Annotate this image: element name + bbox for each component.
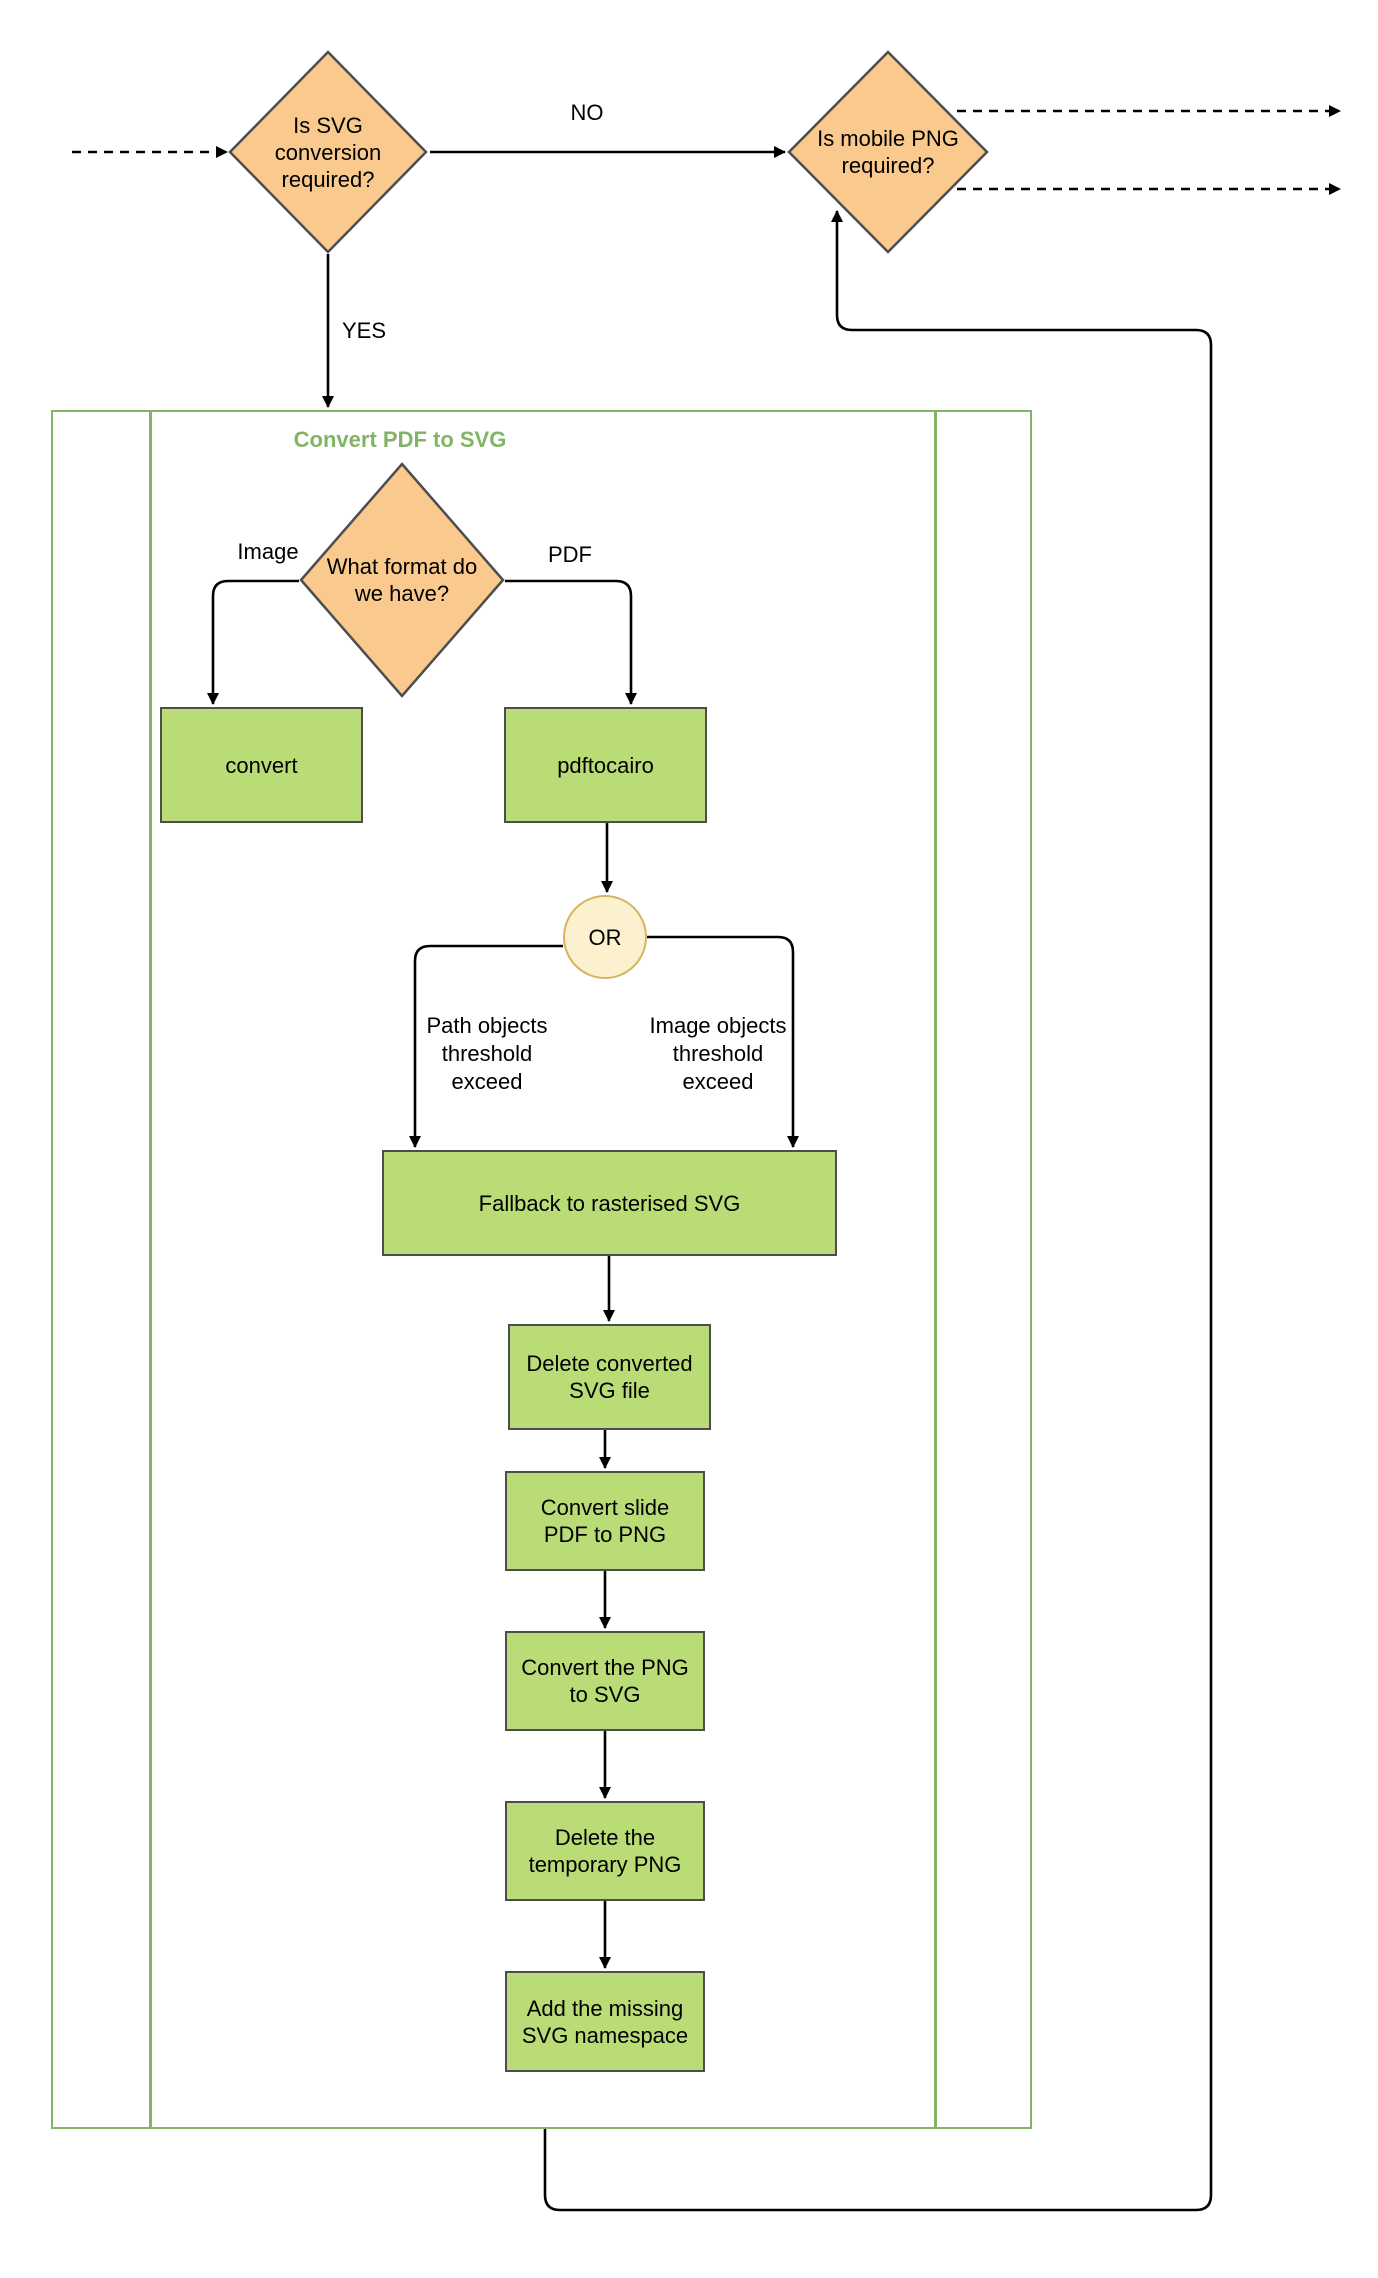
process-convert-slide-pdf-to-png: Convert slide PDF to PNG [505, 1471, 705, 1571]
container-title: Convert PDF to SVG [293, 427, 507, 452]
process-convert-png-to-svg: Convert the PNG to SVG [505, 1631, 705, 1731]
edge-or-left-branch [409, 944, 563, 1148]
edge-format-image [207, 579, 299, 705]
edge-label-path-objects-threshold: Path objects threshold exceed [426, 1013, 548, 1094]
decision-label: Is mobile PNG required? [817, 126, 959, 178]
edge-label-image: Image [237, 539, 299, 564]
process-label: Fallback to rasterised SVG [478, 1190, 741, 1216]
process-label: Add the missing SVG namespace [521, 1995, 689, 2048]
edge-label-yes: YES [341, 318, 387, 343]
edge-label-pdf: PDF [548, 542, 592, 567]
edge-return-to-mobile-png-decision [543, 210, 1213, 2212]
process-label: Delete the temporary PNG [528, 1825, 682, 1877]
process-delete-temporary-png: Delete the temporary PNG [505, 1801, 705, 1901]
junction-label: OR [588, 924, 622, 950]
decision-label: What format do we have? [326, 554, 478, 606]
process-label: Convert slide PDF to PNG [540, 1495, 670, 1547]
edge-or-right-branch [647, 935, 799, 1148]
process-label: Convert the PNG to SVG [521, 1655, 689, 1707]
decision-is-svg-conversion-required: Is SVG conversion required? [228, 50, 428, 254]
decision-what-format: What format do we have? [299, 462, 505, 698]
diamond-shape [299, 462, 505, 698]
diamond-shape [787, 50, 989, 254]
convert-pdf-to-svg-container [51, 410, 1032, 2129]
process-pdftocairo: pdftocairo [504, 707, 707, 823]
edge-label-no: NO [570, 100, 604, 125]
lane-divider-right [934, 412, 937, 2127]
lane-divider-left [149, 412, 152, 2127]
or-junction: OR [563, 895, 647, 979]
process-label: pdftocairo [557, 752, 654, 778]
process-delete-converted-svg: Delete converted SVG file [508, 1324, 711, 1430]
decision-is-mobile-png-required: Is mobile PNG required? [787, 50, 989, 254]
process-convert: convert [160, 707, 363, 823]
process-fallback-rasterised-svg: Fallback to rasterised SVG [382, 1150, 837, 1256]
edge-label-image-objects-threshold: Image objects threshold exceed [649, 1013, 787, 1094]
edge-format-pdf [505, 579, 637, 705]
diamond-shape [228, 50, 428, 254]
process-label: Delete converted SVG file [526, 1351, 693, 1403]
process-add-missing-svg-namespace: Add the missing SVG namespace [505, 1971, 705, 2072]
decision-label: Is SVG conversion required? [274, 112, 382, 192]
process-label: convert [225, 752, 298, 778]
